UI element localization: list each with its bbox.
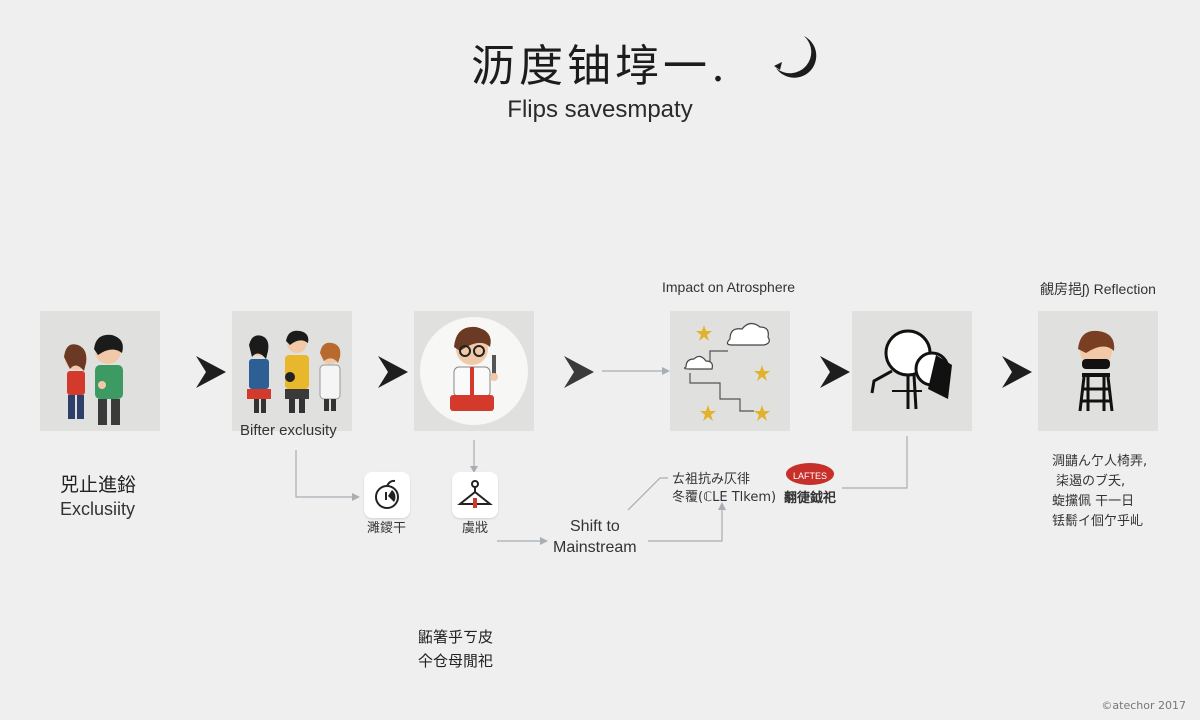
chevron-right-icon-4 xyxy=(818,354,852,390)
right-note-line4: 铥鬋イ佪亇乎乢 xyxy=(1052,514,1144,529)
mid-note-line2: 冬覆(ℂLE Tlkem) xyxy=(672,490,777,505)
connector-shift-up xyxy=(627,477,668,511)
chevron-right-icon-2 xyxy=(376,354,410,390)
spotlights-illustration xyxy=(870,329,952,410)
group-illustration xyxy=(247,330,341,413)
masked-person-illustration xyxy=(1078,330,1115,412)
connector-lamps-down xyxy=(842,436,908,489)
right-note-line1: 淍鼱ん亇人椅弄, xyxy=(1052,454,1148,469)
card-couple xyxy=(40,311,160,431)
card-spotlights xyxy=(852,311,972,431)
card-group xyxy=(232,311,352,431)
mid-note-line1: ㄊ袓抗み仄徘 xyxy=(672,472,751,487)
right-note-line3: 蜁攩佩 干一日 xyxy=(1052,494,1135,509)
hanger-icon xyxy=(457,480,493,508)
card-atmosphere xyxy=(670,311,790,431)
card-boy xyxy=(414,311,534,431)
stage-label-bifter: Bifter exclusity xyxy=(240,422,337,439)
bottom-caption-line2: 仐仓母閒祀 xyxy=(418,652,494,670)
atmosphere-map-illustration xyxy=(684,322,770,421)
left-caption-line2: Exclusiity xyxy=(60,499,136,519)
right-note-line2: 柒遏のブ夭, xyxy=(1056,474,1126,489)
stage-label-reflection: 覦房挹ʃ) Reflection xyxy=(1040,281,1156,297)
crescent-moon-icon xyxy=(774,36,817,78)
connector-bifter-to-icon xyxy=(295,450,352,498)
left-caption-line1: 兕止進鋊 xyxy=(60,474,137,496)
badge-caption: 翿徢鉞祀 xyxy=(784,491,837,506)
bottom-caption-line1: 鼫箸乎ㄎ皮 xyxy=(418,628,494,646)
latest-badge: LAFTES xyxy=(786,463,834,485)
icon-tile-hanger xyxy=(452,472,498,518)
stage-label-impact: Impact on Atrosphere xyxy=(662,279,796,295)
chevron-right-icon-1 xyxy=(194,354,228,390)
connector-shift-to-note xyxy=(648,510,723,542)
page-subtitle: Flips savesmpaty xyxy=(507,96,693,123)
chevron-right-icon-5 xyxy=(1000,354,1034,390)
shift-label-line1: Shift to xyxy=(570,518,620,535)
card-reflection xyxy=(1038,311,1158,431)
icon-caption-1: 濉鑁干 xyxy=(367,521,407,536)
couple-illustration xyxy=(64,334,123,425)
chevron-right-icon-3 xyxy=(562,354,596,390)
apple-icon xyxy=(375,479,399,509)
boy-illustration xyxy=(420,317,528,425)
icon-tile-apple xyxy=(364,472,410,518)
footer-credit: ©atechor 2017 xyxy=(1101,699,1186,712)
icon-caption-2: 虞戕 xyxy=(462,521,489,536)
shift-label-line2: Mainstream xyxy=(553,539,637,556)
page-title: 沥度铀埻一. xyxy=(471,41,729,92)
